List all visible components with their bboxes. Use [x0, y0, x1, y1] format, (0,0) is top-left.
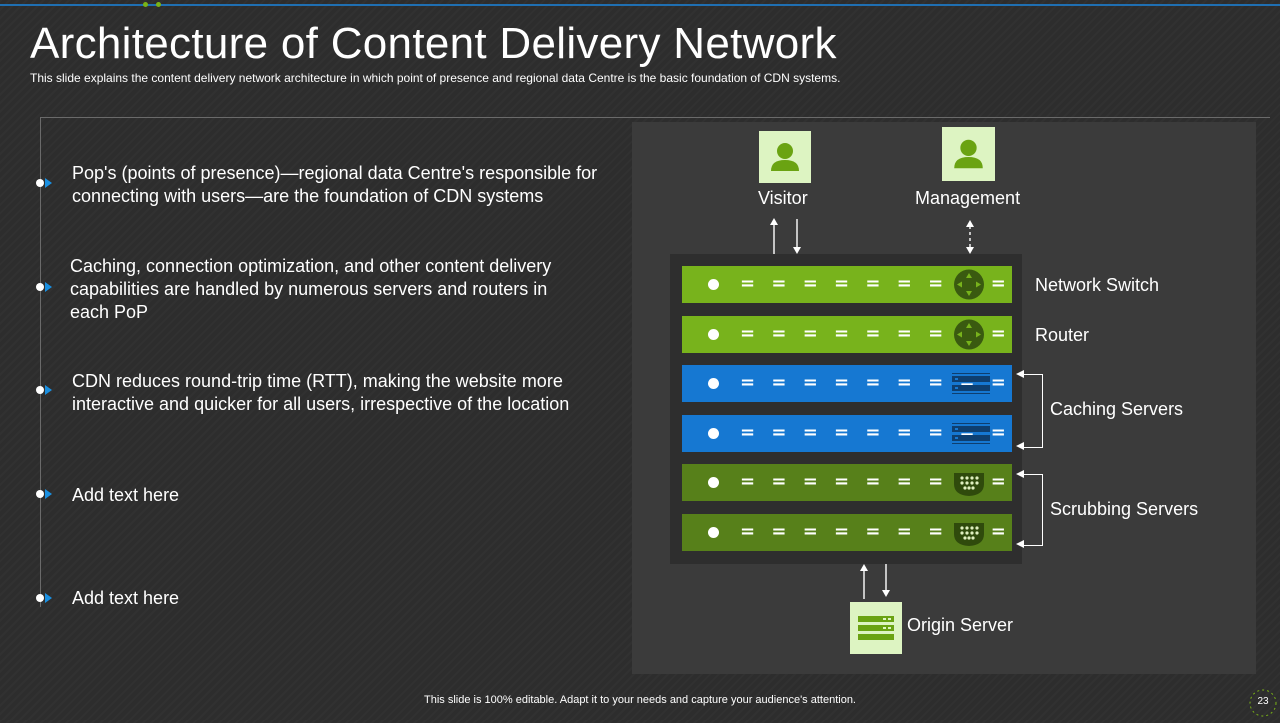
scrubbing-server-unit: = = = = = = = = = — [682, 514, 1012, 551]
scrubbing-server-unit: = = = = = = = = = — [682, 464, 1012, 501]
visitor-label: Visitor — [758, 188, 808, 208]
bullet-marker — [36, 593, 58, 603]
network-switch-label: Network Switch — [1035, 275, 1160, 295]
router-unit: = = = = = = = = = — [682, 316, 1012, 353]
footer-note: This slide is 100% editable. Adapt it to… — [424, 694, 856, 706]
bullet-text: CDN reduces round-trip time (RTT), makin… — [72, 371, 570, 414]
page-title: Architecture of Content Delivery Network — [30, 19, 837, 68]
bullet-text: Add text here — [72, 485, 180, 505]
bullet-text: Add text here — [72, 588, 180, 608]
page-number: 23 — [1257, 696, 1269, 707]
origin-server-label: Origin Server — [907, 615, 1014, 635]
server-rack — [670, 254, 1022, 564]
bullet-text: Pop's (points of presence)—regional data… — [72, 163, 598, 206]
bullet-text: Caching, connection optimization, and ot… — [70, 256, 552, 322]
origin-arrows-icon — [860, 564, 890, 599]
scrubbing-servers-label: Scrubbing Servers — [1050, 499, 1199, 519]
timeline-line — [40, 117, 41, 607]
bullet-marker — [36, 385, 58, 395]
management-user-icon — [942, 127, 995, 181]
caching-servers-label: Caching Servers — [1050, 399, 1184, 419]
filter-shield-icon — [952, 517, 986, 548]
visitor-user-icon — [759, 131, 811, 183]
caching-bracket — [1020, 374, 1043, 448]
filter-shield-icon — [952, 467, 986, 498]
bullet-marker — [36, 178, 58, 188]
arrow-head-icon — [1016, 442, 1024, 450]
arrow-head-icon — [1016, 370, 1024, 378]
router-label: Router — [1035, 325, 1090, 345]
arrow-head-icon — [1016, 540, 1024, 548]
top-accent-dot — [156, 2, 161, 7]
router-icon — [952, 319, 986, 350]
caching-server-unit: = = = = = = = = = — [682, 365, 1012, 402]
management-arrow-icon — [966, 220, 974, 254]
server-stack-icon — [952, 368, 990, 399]
bullet-marker — [36, 489, 58, 499]
origin-server-icon — [850, 602, 902, 654]
scrubbing-bracket — [1020, 474, 1043, 546]
bullet-marker — [36, 282, 58, 292]
top-accent-dot — [143, 2, 148, 7]
top-accent-line — [0, 4, 1280, 6]
network-switch-unit: = = = = = = = = = — [682, 266, 1012, 303]
server-stack-icon — [952, 418, 990, 449]
arrow-head-icon — [1016, 470, 1024, 478]
caching-server-unit: = = = = = = = = = — [682, 415, 1012, 452]
visitor-arrows-icon — [770, 218, 801, 255]
page-subtitle: This slide explains the content delivery… — [30, 71, 841, 85]
network-switch-icon — [952, 269, 986, 300]
management-label: Management — [915, 188, 1021, 208]
page-number-badge: 23 — [1248, 688, 1278, 718]
divider-horizontal — [40, 117, 1270, 118]
